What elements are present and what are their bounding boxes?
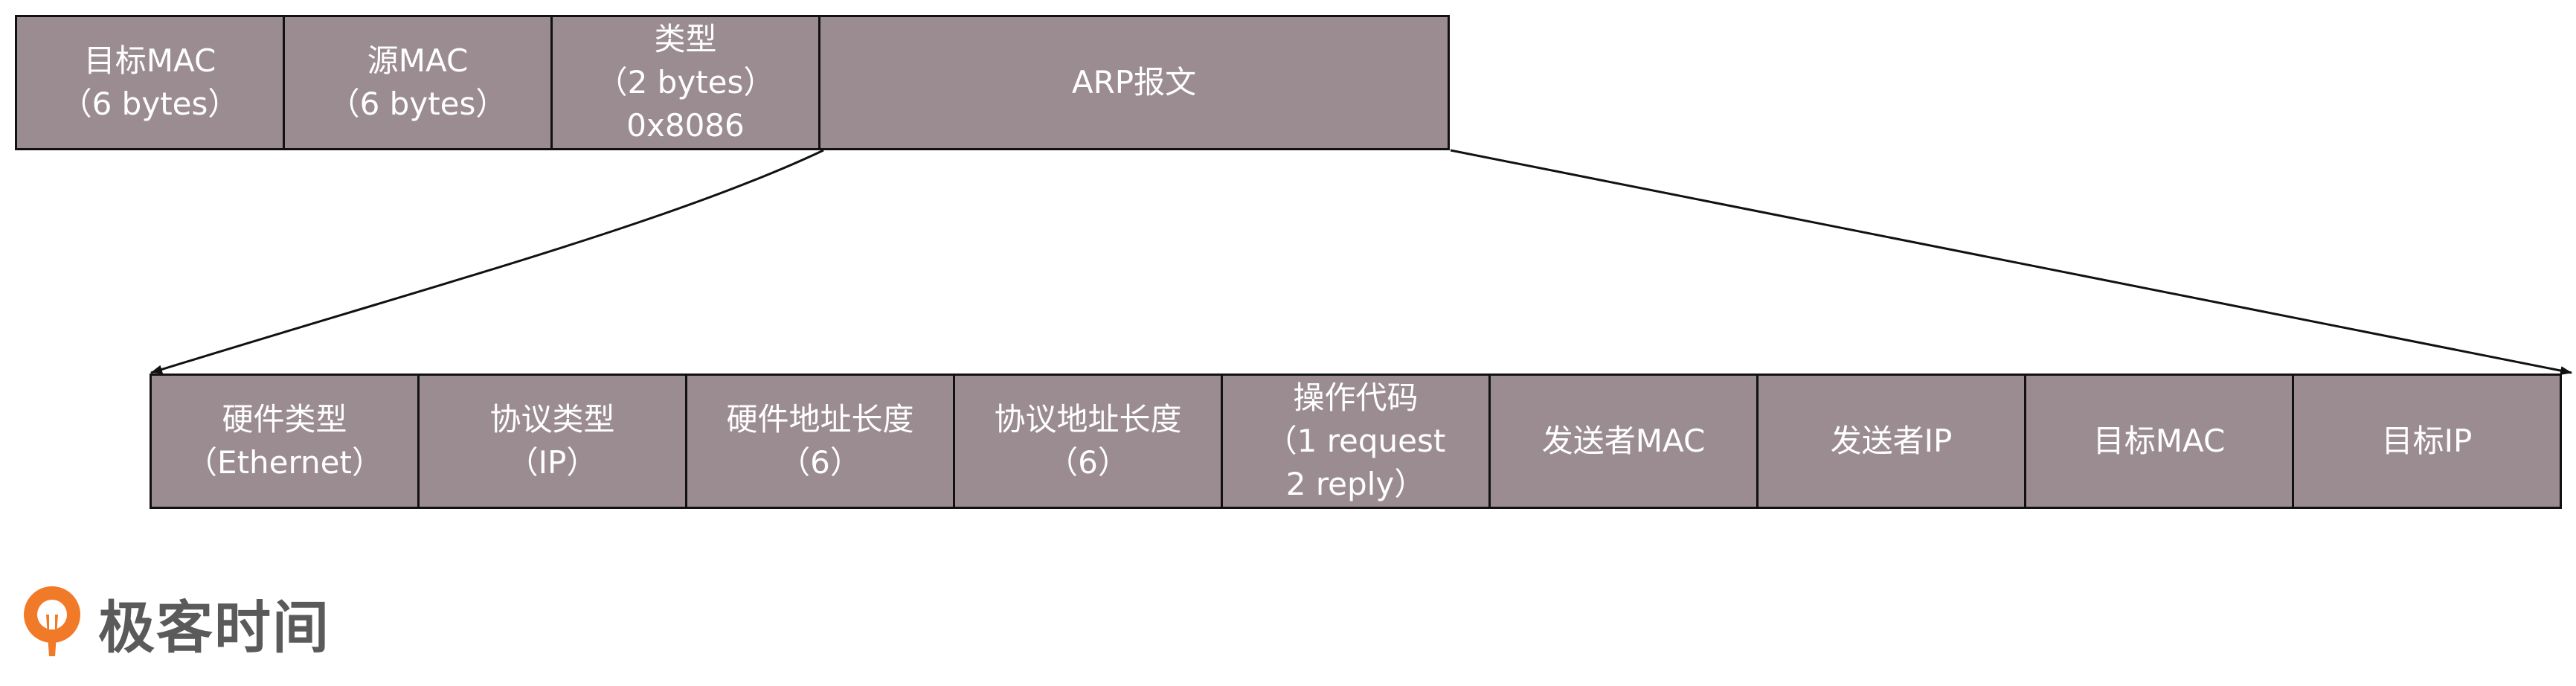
field-protocol-addr-len: 协议地址长度 （6） — [953, 374, 1223, 509]
expand-arrow-right — [1450, 149, 2572, 375]
field-dest-mac: 目标MAC （6 bytes） — [15, 15, 285, 150]
field-opcode: 操作代码 （1 request 2 reply） — [1221, 374, 1491, 509]
ethernet-frame: 目标MAC （6 bytes） 源MAC （6 bytes） 类型 （2 byt… — [15, 15, 1450, 150]
field-src-mac: 源MAC （6 bytes） — [283, 15, 553, 150]
expand-arrow-left — [150, 149, 824, 374]
field-protocol-type: 协议类型 （IP） — [417, 374, 687, 509]
brand-logo: 极客时间 — [16, 582, 330, 664]
field-hardware-type: 硬件类型 （Ethernet） — [150, 374, 420, 509]
field-hardware-addr-len: 硬件地址长度 （6） — [685, 374, 955, 509]
geektime-logo-icon — [24, 586, 80, 656]
field-sender-mac: 发送者MAC — [1488, 374, 1758, 509]
brand-name: 极客时间 — [98, 594, 330, 661]
field-target-mac: 目标MAC — [2024, 374, 2294, 509]
field-ethertype: 类型 （2 bytes） 0x8086 — [550, 15, 820, 150]
field-sender-ip: 发送者IP — [1756, 374, 2026, 509]
field-arp-payload: ARP报文 — [818, 15, 1450, 150]
field-target-ip: 目标IP — [2292, 374, 2562, 509]
arp-packet: 硬件类型 （Ethernet） 协议类型 （IP） 硬件地址长度 （6） 协议地… — [150, 374, 2562, 509]
